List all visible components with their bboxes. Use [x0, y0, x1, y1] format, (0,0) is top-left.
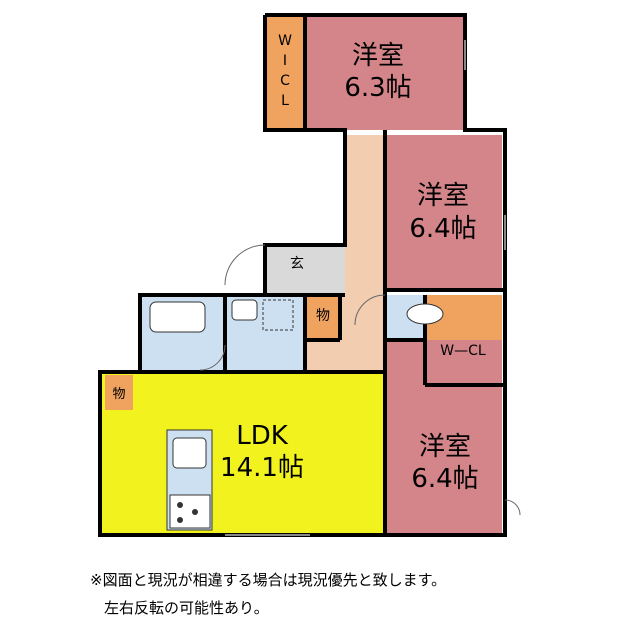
wicl-char-l: L	[281, 93, 289, 109]
western-room-2	[385, 135, 502, 290]
washer-space	[262, 299, 294, 331]
burner-2	[192, 509, 198, 515]
mirror-note: 左右反転の可能性あり。	[104, 599, 269, 617]
stove	[169, 494, 211, 529]
walls	[98, 13, 507, 537]
toilet-bowl	[406, 303, 444, 325]
wicl-char-i: I	[283, 53, 287, 69]
room-label-storage-ldk: 物	[112, 387, 125, 402]
bathtub	[149, 301, 206, 333]
wicl-char-c: C	[280, 73, 290, 89]
walk-in-closet-top	[265, 15, 305, 130]
western-room-1	[305, 15, 465, 130]
windows	[225, 40, 506, 536]
room-size-western-1: 6.3帖	[344, 73, 411, 103]
ldk	[100, 372, 385, 535]
door-swings	[199, 244, 521, 516]
room-size-western-2: 6.4帖	[409, 214, 476, 244]
room-size-western-3: 6.4帖	[411, 464, 478, 494]
room-label-entrance: 玄	[290, 255, 304, 272]
room-label-wcl: W—CL	[440, 343, 486, 359]
room-name-western-3: 洋室	[419, 432, 471, 462]
disclaimer-note: ※図面と現況が相違する場合は現況優先と致します。	[90, 571, 447, 589]
room-name-western-1: 洋室	[352, 41, 404, 71]
room-label-storage-hall: 物	[316, 308, 330, 324]
burner-1	[177, 502, 183, 508]
room-name-ldk: LDK	[236, 421, 289, 451]
western-room-3-notch	[425, 385, 502, 535]
entrance-area	[265, 245, 345, 295]
wicl-char-w: W	[278, 33, 292, 49]
washbasin	[231, 299, 258, 321]
floor-plan: 洋室 6.3帖 洋室 6.4帖 洋室 6.4帖 LDK 14.1帖 W I C …	[98, 13, 521, 537]
sink	[172, 437, 207, 469]
burner-3	[177, 517, 183, 523]
room-size-ldk: 14.1帖	[220, 453, 304, 483]
storage-hall	[305, 295, 340, 340]
storage-ldk	[105, 375, 133, 410]
room-name-western-2: 洋室	[417, 181, 469, 211]
